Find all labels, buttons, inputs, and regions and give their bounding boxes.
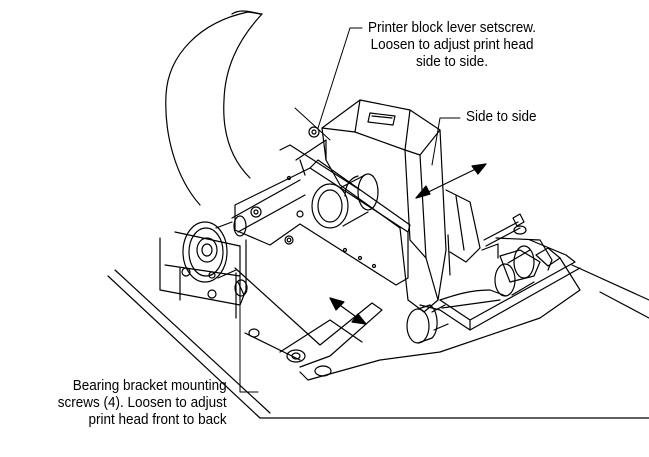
boss-knob: [311, 173, 379, 229]
callout-bearing-line-1: Bearing bracket mounting: [73, 377, 228, 394]
callout-side-to-side: Side to side: [466, 108, 537, 125]
front-to-back-arrow: [329, 297, 367, 325]
side-to-side-arrow: [415, 163, 487, 199]
leader-lines: [239, 27, 461, 393]
roller: [406, 304, 449, 344]
right-assembly: [419, 189, 581, 331]
callout-lever-line-1: Printer block lever setscrew.: [368, 19, 537, 36]
shaft: [231, 144, 361, 237]
paper-loop: [165, 10, 263, 206]
left-frame: [159, 231, 248, 306]
callout-bearing-bracket: Bearing bracket mounting screws (4). Loo…: [58, 377, 227, 428]
base-plate: [107, 257, 649, 419]
printer-block-housing: [286, 99, 447, 313]
callout-lever-setscrew: Printer block lever setscrew. Loosen to …: [368, 19, 536, 70]
callout-lever-line-3: side to side.: [416, 53, 489, 70]
callout-bearing-line-2: screws (4). Loosen to adjust: [58, 394, 227, 411]
callout-side-text: Side to side: [466, 108, 537, 125]
callout-lever-line-2: Loosen to adjust print head: [370, 36, 534, 53]
pulley-wheel: [182, 221, 237, 283]
printer-block-arm: [234, 159, 411, 286]
callout-bearing-line-3: print head front to back: [88, 411, 228, 428]
